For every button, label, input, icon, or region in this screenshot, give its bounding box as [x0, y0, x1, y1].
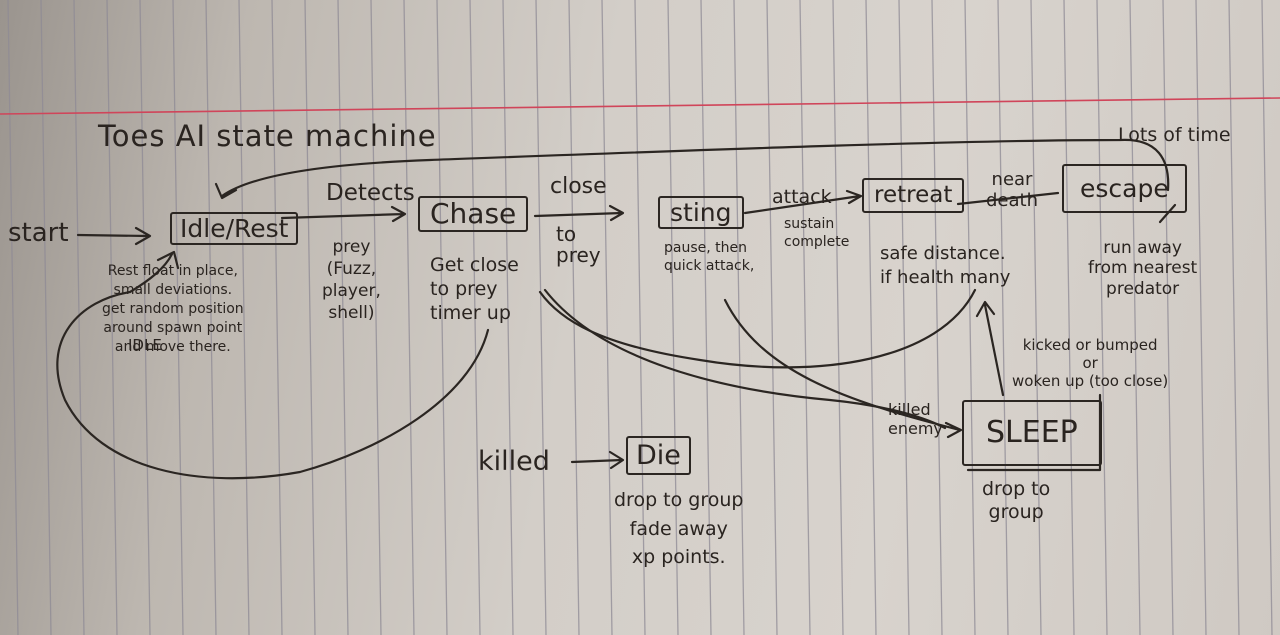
label-lots-of-time: Lots of time [1118, 124, 1231, 146]
label-attack: attack [772, 186, 832, 208]
arrow-chase-to-sleep [543, 288, 947, 430]
rule-line [1261, 0, 1273, 635]
note-idle-tag: IDLE [128, 336, 162, 354]
note-die: drop to group fade away xp points. [614, 489, 744, 568]
rule-line [172, 0, 184, 635]
note-idle: Rest float in place, small deviations. g… [102, 263, 244, 355]
label-close: close [550, 174, 607, 199]
rule-line [898, 0, 910, 635]
rule-line [469, 0, 481, 635]
arrow-idle-to-chase [280, 205, 407, 223]
note-chase: Get close to prey timer up [430, 254, 519, 324]
rule-line [799, 0, 811, 635]
state-escape: escape [1062, 164, 1187, 213]
arrow-escape-to-idle [214, 138, 1170, 200]
rule-line [1030, 0, 1042, 635]
rule-line [106, 0, 118, 635]
margin-line [0, 97, 1280, 115]
rule-line [436, 0, 448, 635]
rule-line [964, 0, 976, 635]
label-killed-enemy: killed enemy [888, 400, 943, 439]
note-attack: sustain complete [784, 216, 850, 250]
rule-line [7, 0, 19, 635]
escape-box-tail [1158, 203, 1177, 224]
rule-line [766, 0, 778, 635]
rule-line [271, 0, 283, 635]
note-sleep: drop to group [982, 478, 1051, 523]
rule-line [1129, 0, 1141, 635]
note-close: to prey [556, 222, 601, 267]
start-arrow [76, 226, 152, 246]
rule-line [931, 0, 943, 635]
arrow-sting-to-sleep [723, 298, 963, 439]
label-detects: Detects [326, 180, 415, 206]
rule-line [997, 0, 1009, 635]
arrow-sting-to-retreat [743, 189, 863, 215]
state-retreat: retreat [862, 178, 965, 213]
rule-line [139, 0, 151, 635]
rule-line [73, 0, 85, 635]
arrow-retreat-to-idle-loop [538, 288, 977, 369]
rule-line [1096, 0, 1108, 635]
state-sting: sting [658, 196, 744, 229]
note-retreat: safe distance. if health many [880, 243, 1011, 289]
arrow-retreat-to-escape [956, 191, 1060, 206]
rule-line [370, 0, 382, 635]
note-detects: prey (Fuzz, player, shell) [322, 237, 381, 324]
rule-line [403, 0, 415, 635]
state-chase: Chase [418, 196, 529, 232]
label-killed: killed [478, 446, 550, 477]
arrow-killed-to-die [570, 450, 625, 470]
rule-line [502, 0, 514, 635]
rule-line [40, 0, 52, 635]
diagram-title: Toes AI state machine [98, 119, 437, 153]
rule-line [832, 0, 844, 635]
state-die: Die [626, 436, 691, 475]
rule-line [205, 0, 217, 635]
rule-line [1162, 0, 1174, 635]
label-near-death: near death [986, 169, 1038, 211]
arrow-sleep-to-retreat [975, 300, 1005, 397]
rule-line [865, 0, 877, 635]
rule-line [1195, 0, 1207, 635]
rule-line [304, 0, 316, 635]
note-sting: pause, then quick attack, [664, 240, 755, 274]
state-sleep: SLEEP [962, 400, 1102, 466]
label-kicked-or-bumped: kicked or bumped or woken up (too close) [1012, 336, 1169, 390]
rule-line [733, 0, 745, 635]
arrow-chase-to-idle-loop [56, 250, 490, 480]
rule-line [535, 0, 547, 635]
rule-line [568, 0, 580, 635]
arrow-chase-to-sting [533, 204, 625, 222]
rule-line [1228, 0, 1240, 635]
rule-line [238, 0, 250, 635]
start-label: start [8, 218, 69, 248]
note-escape: run away from nearest predator [1088, 238, 1198, 299]
rule-line [1063, 0, 1075, 635]
rule-line [337, 0, 349, 635]
state-idle-rest: Idle/Rest [170, 212, 299, 245]
